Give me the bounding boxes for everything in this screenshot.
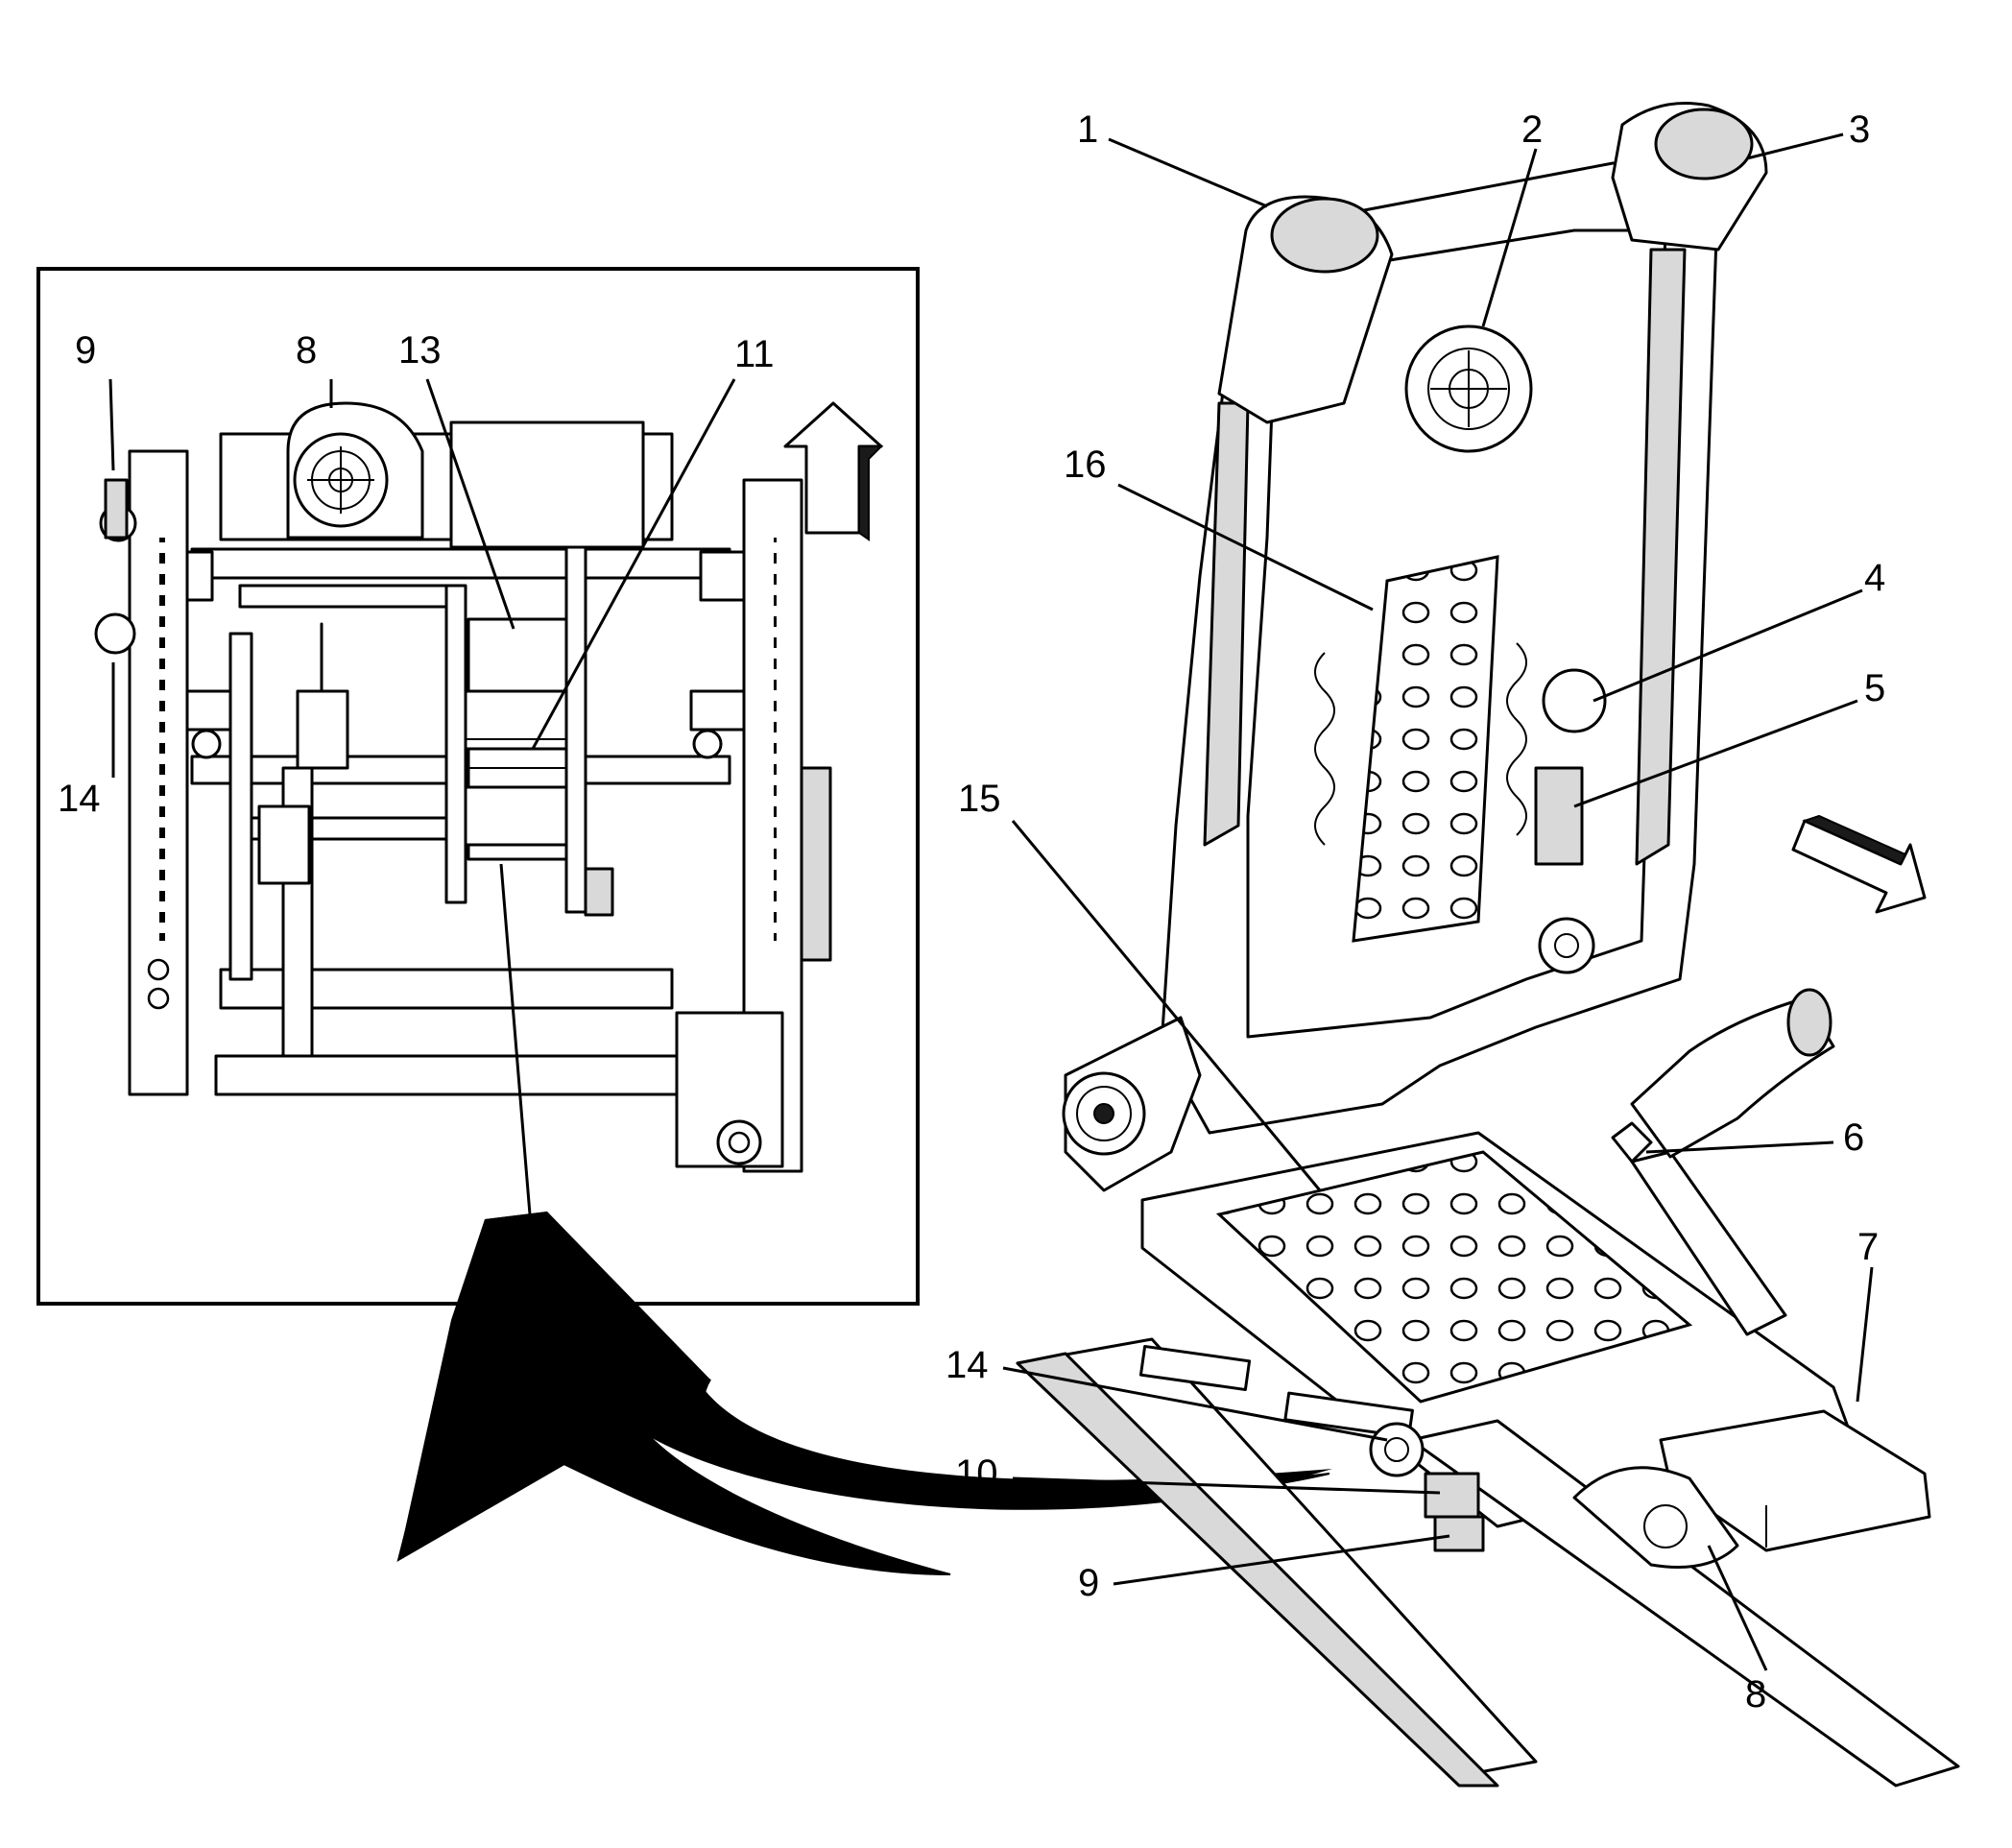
callout-1: 1: [1077, 108, 1098, 151]
lumbar-actuator: [1534, 766, 1584, 866]
seat-cushion-connector: [1611, 1121, 1653, 1164]
inset-callout-8: 8: [296, 329, 317, 372]
inset-center-module: [444, 545, 614, 917]
callout-14: 14: [946, 1344, 989, 1386]
seat-back-pad: [1352, 555, 1499, 943]
callout-8: 8: [1745, 1673, 1766, 1716]
seat-cushion-frame: [1016, 988, 1960, 1788]
callout-15: 15: [958, 778, 1001, 820]
inset-linkages: [257, 622, 349, 1048]
inset-callout-14: 14: [58, 778, 101, 820]
inset-blower-motor: [286, 401, 424, 540]
callout-2: 2: [1521, 108, 1543, 151]
callout-3: 3: [1849, 108, 1870, 151]
inset-leaders: [108, 378, 736, 1215]
callout-5: 5: [1864, 667, 1885, 709]
seat-back: [1062, 102, 1768, 1192]
inset-callout-9: 9: [75, 329, 96, 372]
callout-10: 10: [955, 1452, 998, 1495]
callout-9: 9: [1078, 1562, 1099, 1604]
callout-16: 16: [1064, 444, 1107, 486]
seat-blower-duct: [1630, 996, 1835, 1159]
callout-7: 7: [1857, 1226, 1879, 1268]
seat-cushion-pad: [1215, 1150, 1693, 1404]
callout-4: 4: [1864, 557, 1885, 599]
seat-back-fan: [1404, 324, 1533, 453]
callout-6: 6: [1843, 1116, 1864, 1159]
recline-knob: [1369, 1422, 1425, 1477]
seat-cushion-blower: [1572, 1466, 1739, 1569]
inset-right-rail: [675, 478, 832, 1173]
inset-callout-11: 11: [734, 333, 775, 375]
lumbar-pump: [1542, 668, 1607, 733]
inset-callout-13: 13: [398, 329, 442, 372]
main-leaders: [1002, 132, 1874, 1671]
detail-inset: 9 8 13 11 14 12: [36, 267, 920, 1306]
